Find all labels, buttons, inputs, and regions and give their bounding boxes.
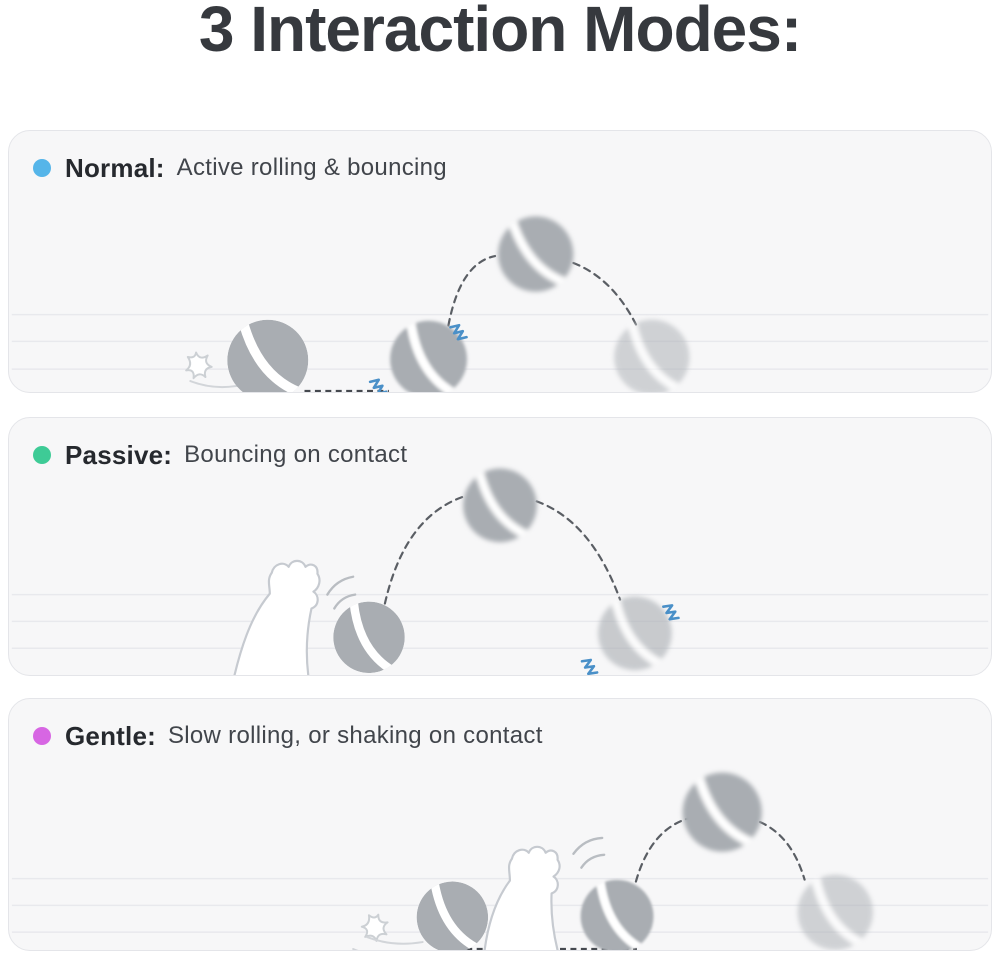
mode-label: Passive: [65, 440, 173, 470]
trajectory-arc [447, 254, 497, 327]
floor-lines [11, 593, 989, 649]
mode-illustration-passive [11, 418, 989, 675]
ball-icon [380, 311, 477, 392]
panel-gentle-header: Gentle: Slow rolling, or shaking on cont… [33, 723, 543, 749]
panel-gentle: Gentle: Slow rolling, or shaking on cont… [8, 698, 992, 951]
trajectory-arc [535, 500, 622, 601]
panel-passive-header: Passive: Bouncing on contact [33, 442, 407, 468]
panel-passive: Passive: Bouncing on contact [8, 417, 992, 676]
trajectory-arc [572, 261, 640, 330]
trajectory-arc [383, 495, 466, 605]
ball-icon [221, 313, 315, 392]
ball-icon [408, 873, 496, 950]
panel-normal: Normal: Active rolling & bouncing [8, 130, 992, 393]
mode-dot [33, 727, 51, 745]
ball-icon [456, 462, 544, 550]
impact-spark-icon [182, 349, 215, 382]
floor-lines [11, 313, 989, 370]
motion-arcs [326, 575, 357, 610]
cat-paw-icon [483, 845, 561, 950]
ball-icon [606, 312, 697, 392]
ball-icon [590, 589, 679, 675]
mode-illustration-gentle [11, 699, 989, 950]
panel-normal-header: Normal: Active rolling & bouncing [33, 155, 447, 181]
trajectory-arc [634, 816, 691, 883]
mode-dot [33, 159, 51, 177]
mode-dot [33, 446, 51, 464]
mode-description: Bouncing on contact [184, 441, 408, 468]
mode-description: Slow rolling, or shaking on contact [167, 722, 543, 749]
ball-icon [493, 211, 578, 296]
mode-label: Normal: [65, 153, 165, 183]
cat-paw-icon [233, 559, 321, 675]
mode-illustration-normal [11, 131, 989, 392]
mode-description: Active rolling & bouncing [176, 154, 447, 181]
mode-label: Gentle: [65, 721, 156, 751]
ball-icon [676, 766, 768, 858]
trajectory-arc [758, 820, 806, 881]
ball-icon [571, 870, 663, 950]
page-title: 3 Interaction Modes: [198, 0, 802, 65]
motion-swoosh [352, 936, 424, 950]
impact-spark-icon [358, 910, 392, 944]
motion-arcs [572, 836, 606, 869]
